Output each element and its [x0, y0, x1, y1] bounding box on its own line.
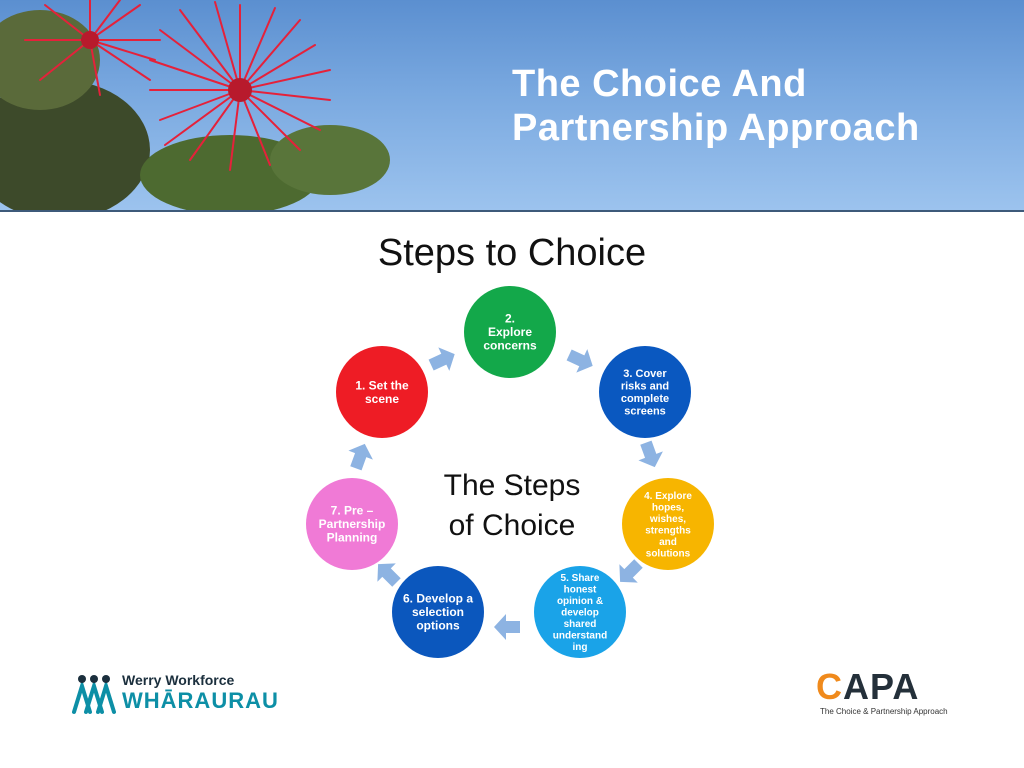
- werry-logo-line2: WHĀRAURAU: [122, 688, 279, 713]
- banner-title-line1: The Choice And: [512, 63, 807, 105]
- cycle-arrow-7: [348, 443, 373, 471]
- center-label: The Steps of Choice: [420, 466, 604, 546]
- step-circle-3: [599, 346, 691, 438]
- cycle-arrow-3: [638, 440, 663, 468]
- center-label-line2: of Choice: [448, 509, 576, 542]
- cycle-arrow-1: [428, 347, 455, 371]
- cycle-arrow-5: [494, 614, 520, 640]
- banner-title-line2: Partnership Approach: [512, 107, 920, 149]
- cycle-arrow-4: [619, 559, 643, 583]
- cycle-arrow-6: [377, 563, 401, 587]
- center-label-line1: The Steps: [443, 469, 581, 502]
- step-circle-1: [336, 346, 428, 438]
- werry-workforce-logo: Werry Workforce WHĀRAURAU: [70, 668, 278, 716]
- step-circle-7: [306, 478, 398, 570]
- pohutukawa-flower-image: [0, 0, 390, 210]
- banner-title: The Choice And Partnership Approach: [512, 62, 1002, 150]
- cycle-arrow-2: [566, 349, 593, 373]
- step-circle-5: [534, 566, 626, 658]
- werry-logo-line1: Werry Workforce: [122, 672, 235, 688]
- step-circle-2: [464, 286, 556, 378]
- slide-title: Steps to Choice: [377, 232, 647, 274]
- capa-logo-tagline: The Choice & Partnership Approach: [820, 707, 948, 716]
- step-circle-6: [392, 566, 484, 658]
- step-circle-4: [622, 478, 714, 570]
- capa-logo-wordmark: CAPA: [816, 666, 920, 707]
- capa-logo: CAPA The Choice & Partnership Approach: [816, 666, 948, 720]
- header-banner: The Choice And Partnership Approach: [0, 0, 1024, 212]
- werry-people-icon: [72, 675, 116, 714]
